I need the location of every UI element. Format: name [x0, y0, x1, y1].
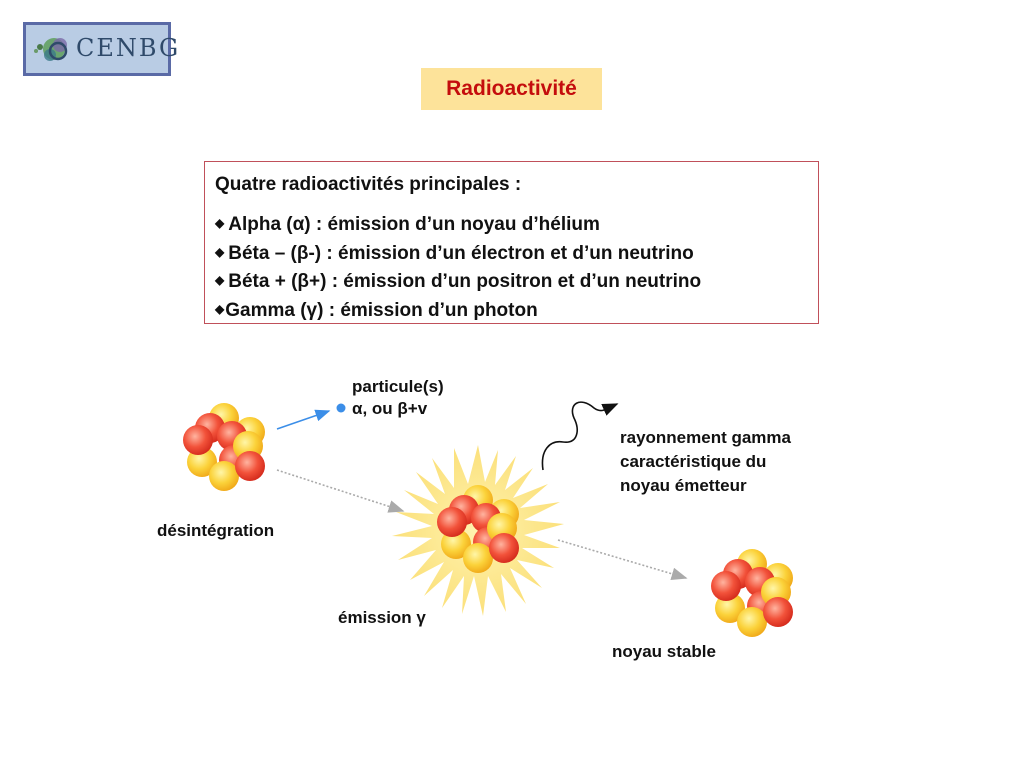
gamma-label-line2: caractéristique du — [620, 452, 767, 471]
list-item-text: Béta – (β-) : émission d’un électron et … — [228, 242, 694, 264]
dotted-arrow-icon — [557, 539, 688, 581]
stable-nucleus-icon — [711, 549, 793, 637]
disintegration-label: désintégration — [157, 521, 275, 540]
list-item-beta-minus: ◆Béta – (β-) : émission d’un électron et… — [215, 239, 808, 268]
diamond-bullet-icon: ◆ — [215, 273, 225, 287]
logo-text: CENBG — [76, 34, 181, 62]
gamma-ray-arrow-icon — [541, 401, 619, 471]
cenbg-logo: CENBG — [23, 22, 178, 76]
list-item-text: Gamma (γ) : émission d’un photon — [225, 299, 538, 321]
list-item-text: Alpha (α) : émission d’un noyau d’hélium — [228, 214, 600, 235]
info-heading: Quatre radioactivités principales : — [215, 174, 522, 195]
page-title: Radioactivité — [446, 77, 577, 100]
list-item-alpha: ◆Alpha (α) : émission d’un noyau d’héliu… — [215, 210, 808, 239]
radioactivity-types-box: Quatre radioactivités principales : ◆Alp… — [204, 161, 819, 324]
diamond-bullet-icon: ◆ — [215, 244, 225, 259]
list-item-beta-plus: ◆Béta + (β+) : émission d’un positron et… — [215, 267, 808, 296]
gamma-label-line3: noyau émetteur — [620, 476, 747, 495]
excited-nucleus-burst-icon — [392, 445, 564, 616]
page-title-box: Radioactivité — [421, 68, 602, 110]
emission-arrow-icon — [276, 409, 331, 430]
particle-label-line2: α, ou β+v — [352, 399, 428, 418]
emission-gamma-label: émission γ — [338, 608, 426, 627]
particle-dot-icon — [336, 403, 346, 413]
list-item-text: Béta + (β+) : émission d’un positron et … — [228, 271, 702, 292]
gamma-label-line1: rayonnement gamma — [620, 428, 791, 447]
molecule-icon — [34, 38, 68, 61]
diamond-bullet-icon: ◆ — [215, 216, 225, 230]
particle-label-line1: particule(s) — [352, 377, 444, 396]
stable-nucleus-label: noyau stable — [612, 642, 716, 661]
diamond-bullet-icon: ◆ — [215, 301, 225, 316]
list-item-gamma: ◆Gamma (γ) : émission d’un photon — [215, 296, 808, 325]
dotted-arrow-icon — [276, 469, 405, 513]
initial-nucleus-icon — [183, 403, 265, 491]
